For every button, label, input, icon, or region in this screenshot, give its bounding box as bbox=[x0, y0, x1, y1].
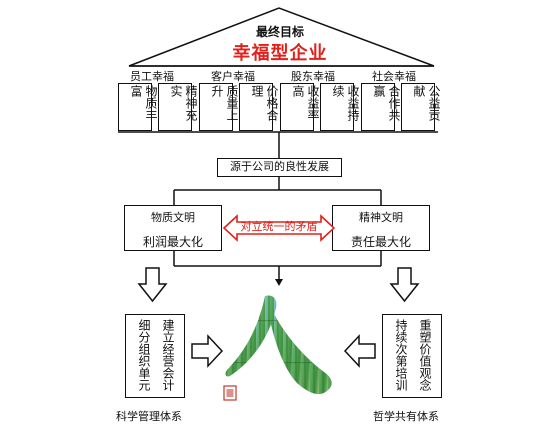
pillar-title-employee: 员工幸福 bbox=[130, 70, 174, 83]
pillar-item-box: 合作共赢 bbox=[361, 83, 401, 131]
material-civilization-title: 物质文明 bbox=[151, 211, 195, 224]
pillar-item-box: 精神充实 bbox=[158, 83, 198, 131]
pillar-title-customer: 客户幸福 bbox=[211, 70, 255, 83]
roof-top-label: 最终目标 bbox=[255, 25, 304, 39]
source-box: 源于公司的良性发展 bbox=[217, 158, 342, 177]
pillar-item-box: 物质丰富 bbox=[118, 83, 158, 131]
right-system-box: 重塑价值观念 持续次第培训 bbox=[382, 314, 442, 398]
bamboo-person-character-image bbox=[223, 295, 332, 401]
right-system-item: 持续次第培训 bbox=[394, 319, 408, 391]
roof-headline: 幸福型企业 bbox=[232, 43, 328, 64]
pillar-item-box: 公益贡献 bbox=[401, 83, 441, 131]
conflict-label: 对立统一的矛盾 bbox=[240, 220, 318, 233]
pillar-item-text: 物质丰富 bbox=[129, 85, 158, 121]
left-system-label: 科学管理体系 bbox=[116, 410, 182, 423]
pillar-item-text: 公益贡献 bbox=[412, 85, 441, 121]
pillar-item-text: 质量上升 bbox=[210, 85, 239, 121]
left-system-item: 建立经营会计 bbox=[161, 319, 175, 391]
left-system-box: 建立经营会计 细分组织单元 bbox=[125, 314, 185, 398]
conflict-double-arrow bbox=[223, 214, 335, 242]
pillar-title-shareholder: 股东幸福 bbox=[291, 70, 335, 83]
right-system-label: 哲学共有体系 bbox=[373, 410, 439, 423]
pillar-item-box: 质量上升 bbox=[199, 83, 239, 131]
spiritual-civilization-box: 精神文明 责任最大化 bbox=[332, 205, 430, 251]
material-civilization-subtitle: 利润最大化 bbox=[142, 235, 203, 249]
pillar-item-text: 合作共赢 bbox=[372, 85, 401, 121]
material-civilization-box: 物质文明 利润最大化 bbox=[124, 205, 222, 251]
source-box-label: 源于公司的良性发展 bbox=[230, 160, 329, 173]
pillar-item-box: 收益率高 bbox=[280, 83, 320, 131]
spiritual-civilization-subtitle: 责任最大化 bbox=[350, 235, 411, 249]
left-system-item: 细分组织单元 bbox=[137, 319, 151, 391]
pillar-item-text: 收益率高 bbox=[291, 85, 320, 121]
spiritual-civilization-title: 精神文明 bbox=[359, 211, 403, 224]
pillar-item-text: 价格合理 bbox=[250, 85, 279, 121]
pillar-item-text: 收益持续 bbox=[331, 85, 360, 121]
pillar-title-society: 社会幸福 bbox=[372, 70, 416, 83]
right-system-item: 重塑价值观念 bbox=[418, 319, 432, 391]
pillar-item-text: 精神充实 bbox=[169, 85, 198, 121]
pillar-item-box: 收益持续 bbox=[320, 83, 360, 131]
pillar-item-box: 价格合理 bbox=[239, 83, 279, 131]
